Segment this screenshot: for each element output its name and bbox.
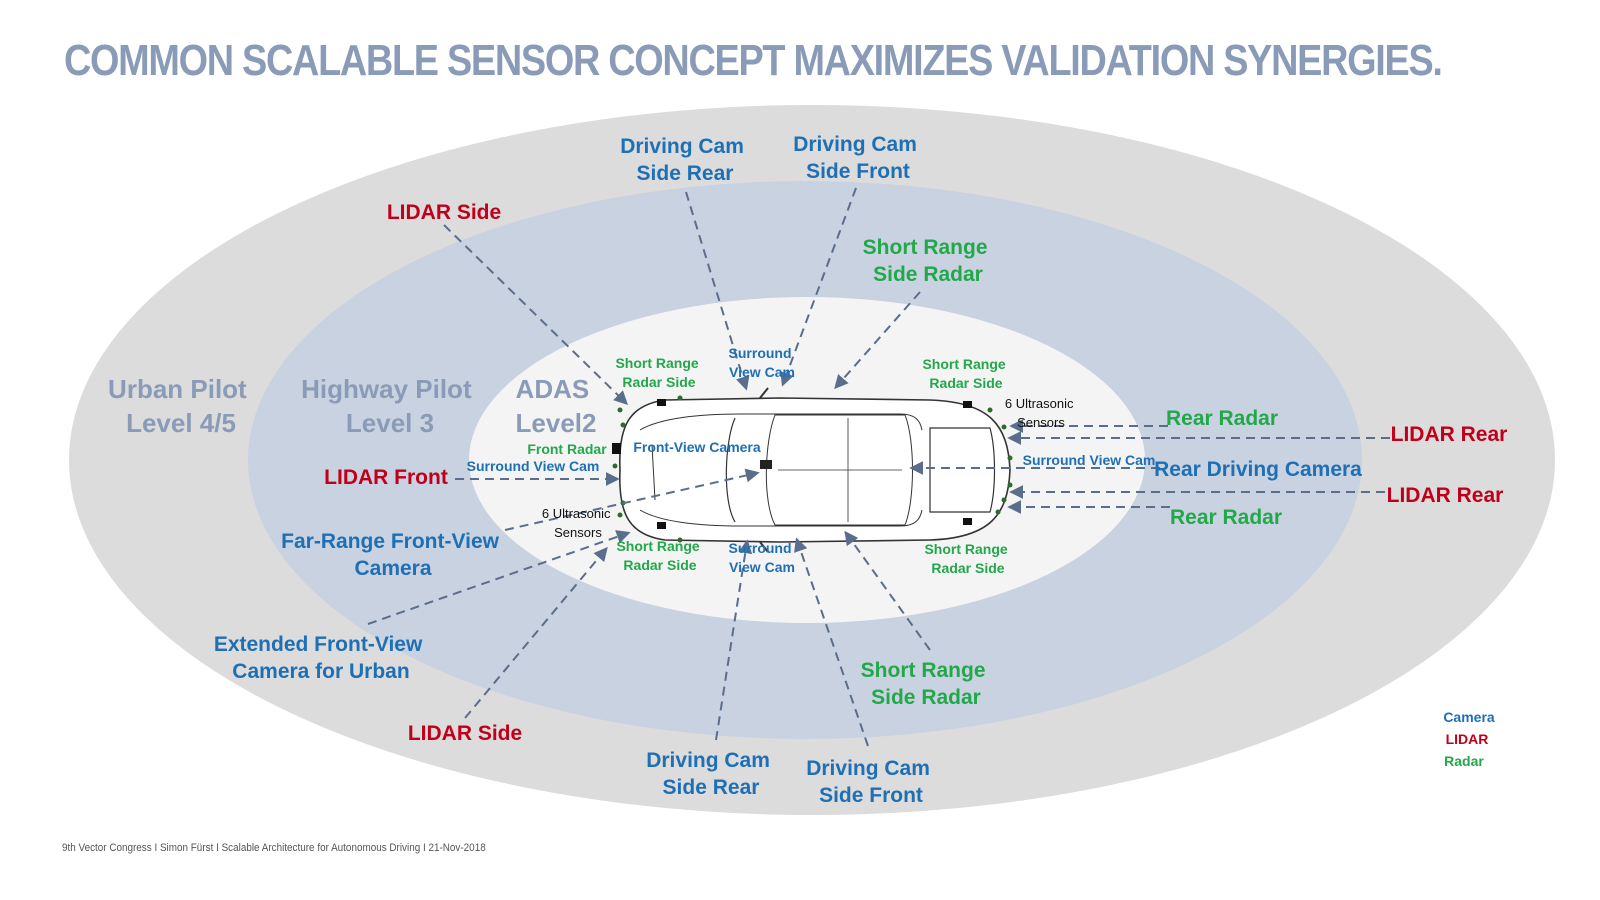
urban-pilot-label: Urban Pilot Level 4/5 (108, 374, 254, 438)
label-driving-cam-side-rear-top: Driving Cam Side Rear (620, 135, 750, 185)
car-sensor-markers (612, 395, 1013, 543)
label-surround-view-cam-bottom: Surround View Cam (729, 540, 796, 575)
label-ultrasonic-rear: 6 Ultrasonic Sensors (1005, 396, 1077, 430)
label-driving-cam-side-rear-bottom: Driving Cam Side Rear (646, 749, 776, 799)
label-short-range-radar-side-fr: Short Range Radar Side (616, 538, 703, 573)
arrow-far-range-front-view-camera (504, 468, 760, 531)
label-surround-view-cam-top: Surround View Cam (729, 345, 796, 380)
label-short-range-side-radar-bottom: Short Range Side Radar (861, 659, 992, 709)
arrow-driving-cam-side-rear-top (685, 191, 750, 391)
adas-label: ADAS Level2 (516, 374, 597, 438)
arrow-driving-cam-side-front-top (780, 187, 857, 387)
label-lidar-front: LIDAR Front (324, 466, 448, 489)
page-title: COMMON SCALABLE SENSOR CONCEPT MAXIMIZES… (64, 36, 1443, 85)
label-surround-view-cam-front: Surround View Cam (467, 458, 600, 474)
label-short-range-radar-side-rr: Short Range Radar Side (924, 541, 1011, 576)
legend-lidar: LIDAR (1446, 731, 1489, 747)
label-front-view-camera: Front-View Camera (633, 439, 761, 455)
label-far-range-front-view-camera: Far-Range Front-View Camera (281, 530, 505, 580)
car-top-view (619, 387, 1011, 553)
legend: Camera LIDAR Radar (1443, 709, 1495, 769)
arrow-short-range-side-radar-bottom (844, 530, 931, 651)
label-rear-radar-top: Rear Radar (1166, 407, 1278, 430)
label-front-radar: Front Radar (527, 441, 607, 457)
arrow-driving-cam-side-front-bottom (794, 537, 869, 747)
arrow-driving-cam-side-rear-bottom (715, 539, 753, 741)
label-lidar-side-bottom: LIDAR Side (408, 722, 522, 745)
label-extended-front-view-camera: Extended Front-View Camera for Urban (214, 633, 428, 683)
label-driving-cam-side-front-bottom: Driving Cam Side Front (806, 757, 936, 807)
label-lidar-side-top: LIDAR Side (387, 201, 501, 224)
label-lidar-rear-top: LIDAR Rear (1391, 423, 1508, 446)
label-short-range-side-radar-top: Short Range Side Radar (863, 236, 994, 286)
label-lidar-rear-bottom: LIDAR Rear (1387, 484, 1504, 507)
label-driving-cam-side-front-top: Driving Cam Side Front (793, 133, 923, 183)
label-surround-view-cam-rear: Surround View Cam (1023, 452, 1156, 468)
footer: 9th Vector Congress I Simon Fürst I Scal… (62, 842, 486, 854)
label-rear-radar-bottom: Rear Radar (1170, 506, 1282, 529)
arrow-lidar-side-top (443, 224, 629, 405)
label-short-range-radar-side-fl: Short Range Radar Side (615, 355, 702, 390)
legend-radar: Radar (1444, 753, 1484, 769)
arrow-extended-front-view-camera (367, 530, 631, 625)
label-ultrasonic-front: 6 Ultrasonic Sensors (542, 506, 614, 540)
label-short-range-radar-side-rl: Short Range Radar Side (922, 356, 1009, 391)
arrow-short-range-side-radar-top (834, 291, 921, 390)
label-rear-driving-camera: Rear Driving Camera (1154, 458, 1362, 481)
arrow-lidar-side-bottom (464, 546, 608, 719)
legend-camera: Camera (1443, 709, 1495, 725)
highway-pilot-label: Highway Pilot Level 3 (301, 374, 479, 438)
